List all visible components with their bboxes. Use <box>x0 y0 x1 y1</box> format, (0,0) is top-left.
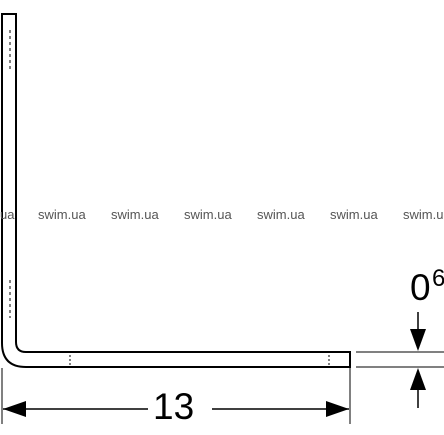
thickness-arrow-top <box>410 329 426 351</box>
watermark-text: swim.ua <box>38 207 86 222</box>
length-arrow-left <box>3 401 26 417</box>
thickness-arrow-bottom <box>410 368 426 390</box>
watermark-text: ua <box>0 207 15 222</box>
watermark-text: swim.ua <box>257 207 305 222</box>
length-dimension-label: 13 <box>153 386 195 427</box>
length-arrow-right <box>326 401 349 417</box>
thickness-dimension-superscript: 6 <box>432 265 444 292</box>
watermark-text: swim.u <box>403 207 444 222</box>
watermark-text: swim.ua <box>111 207 159 222</box>
watermark-text: swim.ua <box>184 207 232 222</box>
thickness-dimension-label: 0 <box>410 267 431 308</box>
watermark-text: swim.ua <box>330 207 378 222</box>
l-profile-outline <box>1 13 351 368</box>
